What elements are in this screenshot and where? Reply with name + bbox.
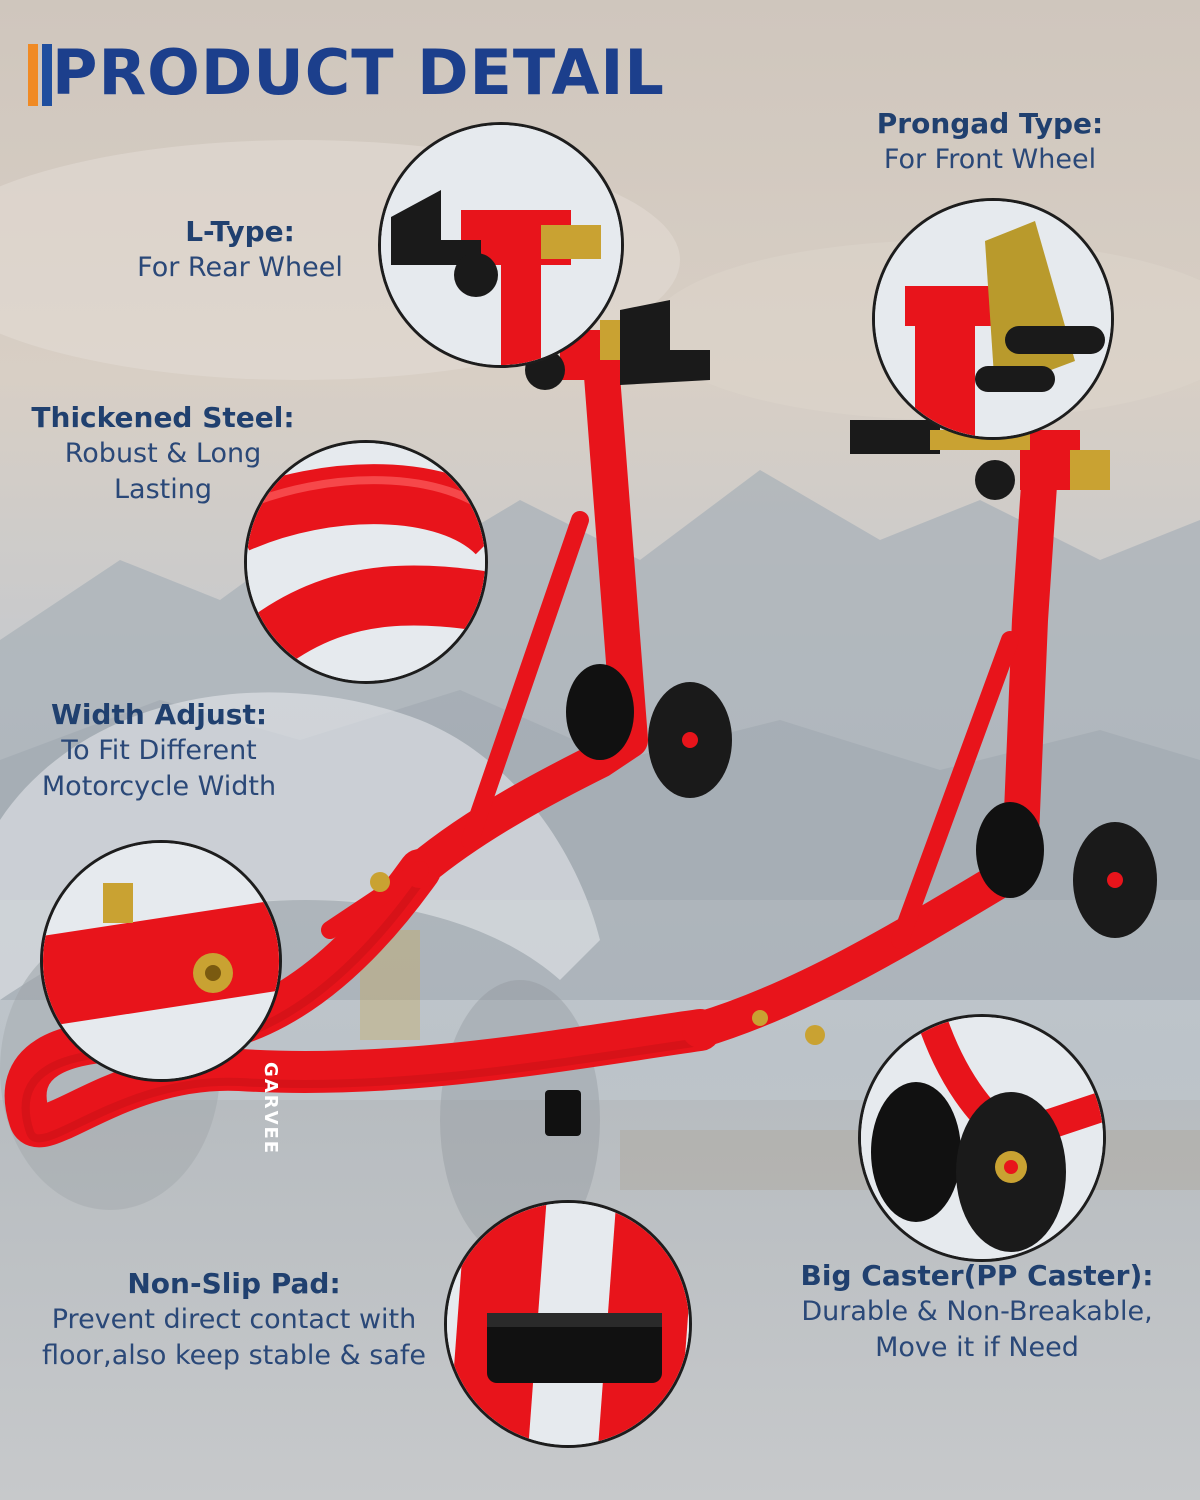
brand-text: GARVEE [260, 1062, 281, 1155]
callout-line: Motorcycle Width [41, 771, 277, 802]
callout-title: L-Type: [185, 215, 295, 248]
callout-line: floor,also keep stable & safe [42, 1340, 426, 1371]
title-accent-bar [42, 44, 52, 106]
callout-big-caster: Big Caster(PP Caster): Durable & Non-Bre… [770, 1258, 1184, 1366]
width-adjust-zoom [40, 840, 282, 1082]
callout-line: Prevent direct contact with [51, 1304, 417, 1335]
callout-non-slip-pad: Non-Slip Pad: Prevent direct contact wit… [14, 1266, 454, 1374]
callout-line: To Fit Different [61, 735, 257, 766]
ltype-detail-zoom [378, 122, 624, 368]
callout-line: Robust & Long [64, 438, 262, 469]
caster-wheels [566, 664, 1157, 938]
callout-title: Non-Slip Pad: [127, 1267, 341, 1300]
page-title-text: PRODUCT DETAIL [52, 36, 665, 109]
callout-title: Width Adjust: [50, 698, 268, 731]
callout-prongad: Prongad Type: For Front Wheel [860, 106, 1120, 178]
callout-title: Thickened Steel: [31, 401, 295, 434]
callout-ltype: L-Type: For Rear Wheel [110, 214, 370, 286]
callout-title: Big Caster(PP Caster): [800, 1259, 1154, 1292]
non-slip-pad [545, 1090, 581, 1136]
callout-line: For Front Wheel [883, 144, 1097, 175]
big-caster-zoom [858, 1014, 1106, 1262]
thickened-steel-zoom [244, 440, 488, 684]
front-wheel-saddle [850, 420, 1110, 500]
callout-title: Prongad Type: [876, 107, 1104, 140]
callout-thickened-steel: Thickened Steel: Robust & Long Lasting [18, 400, 308, 508]
callout-line: For Rear Wheel [137, 252, 343, 283]
callout-line: Durable & Non-Breakable, [801, 1296, 1153, 1327]
callout-line: Move it if Need [875, 1332, 1079, 1363]
prongad-detail-zoom [872, 198, 1114, 440]
callout-line: Lasting [114, 474, 212, 505]
adjust-bolts [370, 872, 825, 1045]
callout-width-adjust: Width Adjust: To Fit Different Motorcycl… [14, 697, 304, 805]
non-slip-pad-zoom [444, 1200, 692, 1448]
title-accent-bar [28, 44, 38, 106]
